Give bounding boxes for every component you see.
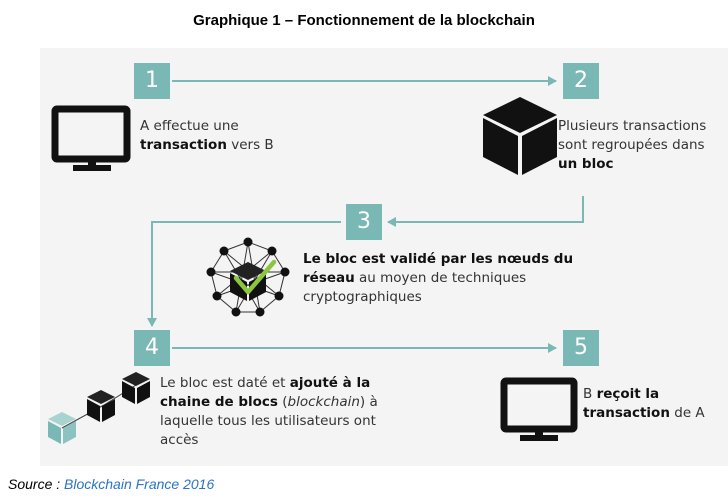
monitor-icon: [500, 377, 578, 441]
step-3-text: Le bloc est validé par les nœuds du rése…: [303, 251, 574, 305]
network-validation-icon: [206, 237, 290, 317]
step-badge-2: 2: [563, 63, 599, 99]
source-caption: Source : Blockchain France 2016: [8, 476, 215, 492]
step-badge-4: 4: [134, 330, 170, 366]
check-mark-icon: [233, 259, 277, 295]
step-4-text: Le bloc est daté et ajouté à la chaine d…: [160, 375, 378, 448]
cube-teal-icon: [48, 412, 76, 444]
step-1-text: A effectue une transaction vers B: [140, 118, 274, 153]
arrow-3-to-4: [147, 221, 341, 327]
step-badge-1: 1: [134, 63, 170, 99]
step-badge-5: 5: [563, 330, 599, 366]
arrow-2-to-3: [387, 196, 584, 227]
cube-icon: [483, 97, 557, 175]
step-badge-3: 3: [346, 204, 382, 240]
source-link[interactable]: Blockchain France 2016: [64, 476, 215, 492]
monitor-icon: [51, 105, 131, 171]
figure-title: Graphique 1 – Fonctionnement de la block…: [193, 12, 535, 29]
step-5-text: B reçoit la transaction de A: [583, 386, 705, 421]
diagram-panel: [40, 48, 728, 466]
block-chain-icon: [48, 372, 150, 444]
step-2-text: Plusieurs transactions sont regroupées d…: [558, 118, 707, 172]
cube-black-icon: [87, 390, 115, 422]
cube-black-icon: [122, 372, 150, 404]
